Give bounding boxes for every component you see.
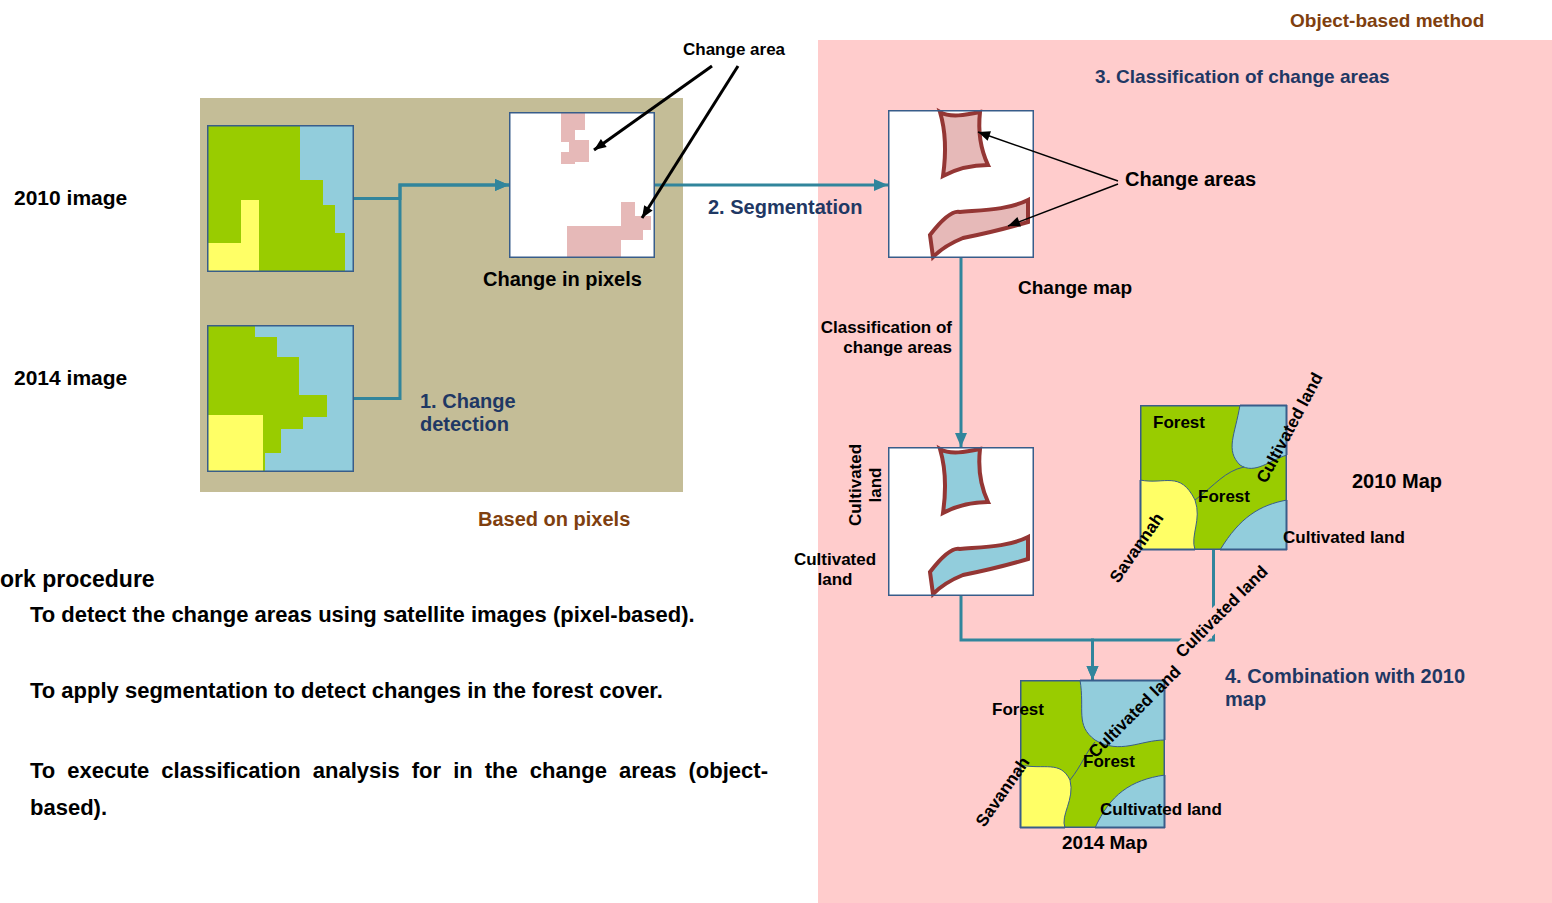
map-picture <box>509 112 655 258</box>
flow-arrow <box>960 258 963 447</box>
node-label: Object-based method <box>1290 10 1484 32</box>
node-label: Cultivated land <box>1100 800 1222 820</box>
pixel-change-map: Change in pixels <box>509 112 655 258</box>
node-label: 2014 image <box>14 366 127 390</box>
leader-line <box>978 132 1118 181</box>
annotation-label: 3. Classification of change areas <box>1095 66 1390 88</box>
land-cover-map: ForestCultivated landForestSavannahCulti… <box>1140 405 1287 550</box>
map-picture <box>207 125 354 272</box>
node-label: 2010 image <box>14 186 127 210</box>
map-picture <box>207 325 354 472</box>
node-label: 2014 Map <box>1062 832 1148 854</box>
procedure-step: To detect the change areas using satelli… <box>30 596 768 633</box>
change-map: Change map <box>888 110 1034 258</box>
land-cover-map: ForestCultivated landForestCultivated la… <box>1020 680 1165 828</box>
node-label: Change in pixels <box>483 268 642 291</box>
satellite-image: 2010 image <box>207 125 354 272</box>
section-heading: ork procedure <box>0 566 155 592</box>
classified-map: Cultivated landCultivated land <box>888 447 1034 596</box>
procedure-step: To apply segmentation to detect changes … <box>30 672 768 709</box>
node-label: Forest <box>1153 413 1205 433</box>
step-label: 1. Change detection <box>420 390 552 436</box>
map-picture <box>888 447 1034 596</box>
annotation-label: Change area <box>683 40 785 60</box>
node-label: Forest <box>1083 752 1135 772</box>
step-label: Classification of change areas <box>760 318 952 357</box>
procedure-step: To execute classification analysis for i… <box>30 752 768 826</box>
node-label: Cultivated land <box>846 430 885 540</box>
node-label: Change map <box>1018 277 1132 299</box>
node-label: Forest <box>1198 487 1250 507</box>
node-label: Based on pixels <box>478 508 630 531</box>
satellite-image: 2014 image <box>207 325 354 472</box>
leader-line <box>642 66 738 218</box>
step-label: 4. Combination with 2010 map <box>1225 665 1505 711</box>
node-label: 2010 Map <box>1352 470 1442 493</box>
leader-line <box>1008 184 1118 226</box>
map-picture <box>888 110 1034 258</box>
annotation-label: Change areas <box>1125 168 1256 191</box>
step-label: 2. Segmentation <box>708 196 862 219</box>
flow-arrow <box>655 184 888 187</box>
node-label: Forest <box>992 700 1044 720</box>
node-label: Cultivated land <box>1283 528 1405 548</box>
node-label: Cultivated land <box>775 550 895 589</box>
